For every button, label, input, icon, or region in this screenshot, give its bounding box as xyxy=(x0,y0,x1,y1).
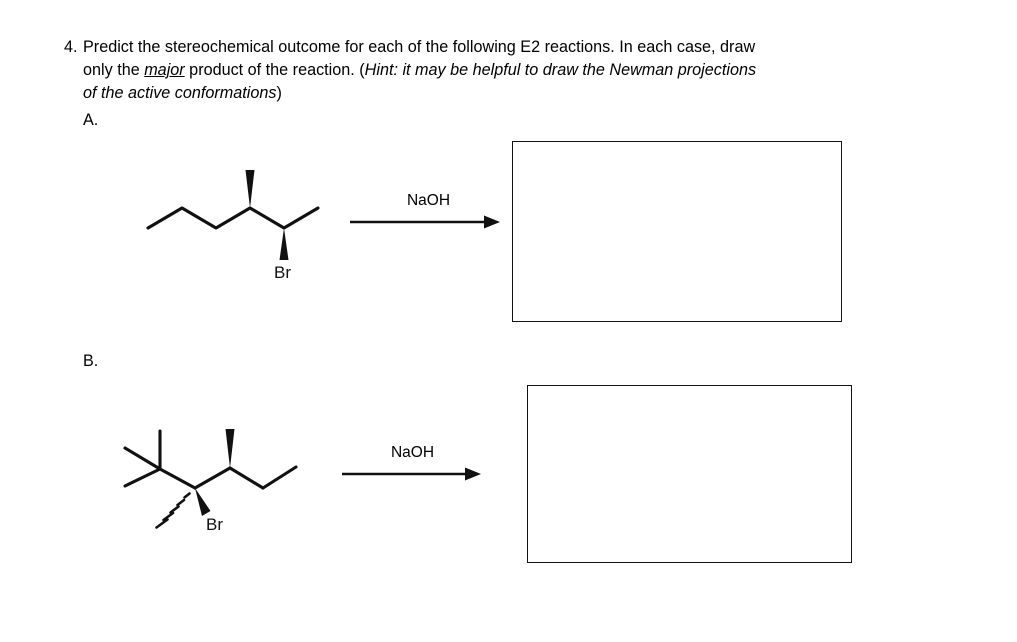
question-number: 4. xyxy=(64,38,78,56)
wedge-bromine-b xyxy=(195,488,211,516)
question-line-3-close: ) xyxy=(276,84,282,102)
bond-c5-c6-b xyxy=(261,465,298,490)
part-b-letter: B. xyxy=(83,352,99,370)
question-line-2: only the major product of the reaction. … xyxy=(83,59,1014,82)
reaction-arrow-b xyxy=(342,467,481,481)
answer-box-a[interactable] xyxy=(512,141,842,322)
part-a-letter: A. xyxy=(83,111,99,129)
question-line-1: Predict the stereochemical outcome for e… xyxy=(83,38,756,56)
atom-label-br-b: Br xyxy=(206,515,223,534)
atom-label-br-a: Br xyxy=(274,263,291,282)
wedge-methyl-b xyxy=(225,429,235,468)
emphasis-major: major xyxy=(144,61,185,79)
question-line-3: of the active conformations) xyxy=(83,82,1014,105)
question-block: 4. Predict the stereochemical outcome fo… xyxy=(64,36,1014,105)
hashed-wedge-methyl-b xyxy=(155,492,191,529)
reaction-arrow-a xyxy=(350,215,500,229)
structure-a-reactant: Br xyxy=(140,160,330,285)
reaction-arrow-a-group: NaOH xyxy=(348,192,503,234)
bond-tbu-to-c3-b xyxy=(158,467,197,490)
bond-tbu-methyl-upleft-b xyxy=(123,446,162,471)
reagent-label-a: NaOH xyxy=(406,192,451,209)
reaction-arrow-b-group: NaOH xyxy=(340,444,495,486)
question-line-2-prefix: only the xyxy=(83,61,145,79)
structure-b-svg: Br xyxy=(123,429,298,534)
reagent-label-b: NaOH xyxy=(390,444,435,461)
bond-c4-c5-b xyxy=(228,466,265,490)
wedge-bromine-a xyxy=(279,228,289,260)
question-line-3-italic: of the active conformations xyxy=(83,84,277,102)
question-line-2-mid: product of the reaction. ( xyxy=(184,61,365,79)
bond-c3-c4-b xyxy=(193,466,232,490)
answer-box-b[interactable] xyxy=(527,385,852,563)
structure-a-svg: Br xyxy=(146,170,320,282)
bond-chain-a xyxy=(146,206,320,230)
structure-b-reactant: Br xyxy=(100,412,320,542)
question-hint-italic: Hint: it may be helpful to draw the Newm… xyxy=(364,61,757,79)
bond-tbu-methyl-lowleft-b xyxy=(123,467,162,488)
wedge-methyl-a xyxy=(245,170,255,208)
